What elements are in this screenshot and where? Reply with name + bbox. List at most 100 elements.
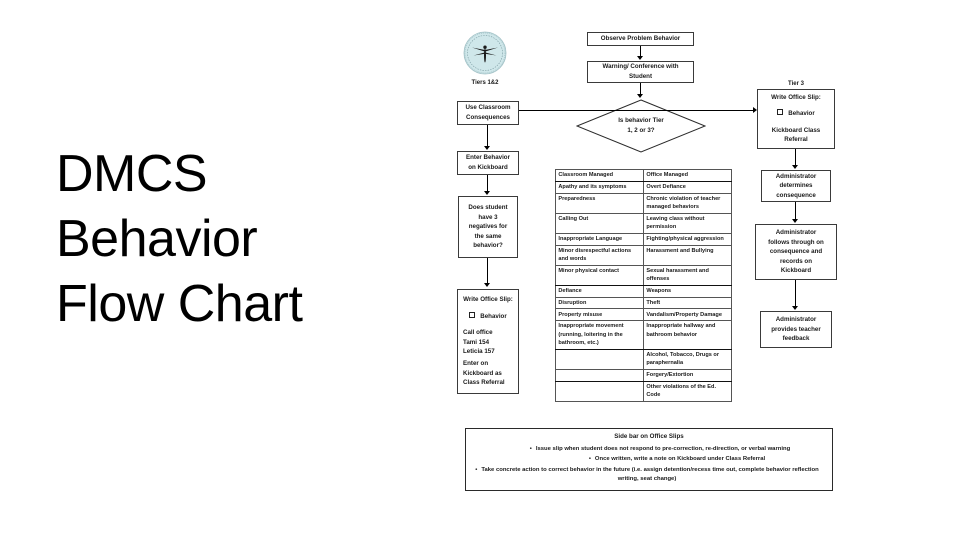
title-line-2: Behavior <box>56 210 258 268</box>
tiers-1-2-label: Tiers 1&2 <box>471 80 499 86</box>
cell-office-managed: Fighting/physical aggression <box>643 232 732 246</box>
left-slip-line-1: Call office <box>463 329 493 337</box>
connector-warning-to-decision <box>640 83 642 95</box>
arrowhead-determines-to-follows <box>792 219 798 223</box>
admin-follows-line-4: records on <box>780 257 812 265</box>
cell-office-managed: Harassment and Bullying <box>643 244 732 266</box>
behavior-managed-table: Classroom Managed Office Managed Apathy … <box>555 169 732 402</box>
decision-line-1: Is behavior Tier <box>618 117 664 125</box>
table-row: Forgery/Extortion <box>555 368 732 382</box>
side-bar-office-slips-box: Side bar on Office Slips •Issue slip whe… <box>465 428 833 491</box>
admin-follows-line-3: consequence and <box>769 248 823 256</box>
cell-office-managed: Sexual harassment and offenses <box>643 264 732 286</box>
cell-classroom-managed: Apathy and its symptoms <box>555 180 644 194</box>
left-slip-line-5: Enter on <box>463 360 489 368</box>
sidebar-list-item: •Issue slip when student does not respon… <box>472 445 826 454</box>
behavior-checkbox-icon[interactable] <box>777 109 784 116</box>
observe-label: Observe Problem Behavior <box>600 35 681 43</box>
dragonfly-seal-icon <box>462 30 508 76</box>
administrator-provides-feedback-box[interactable]: Administrator provides teacher feedback <box>760 311 832 348</box>
right-slip-checkbox-label: Behavior <box>788 109 815 117</box>
cell-classroom-managed <box>555 348 644 370</box>
connector-determines-to-follows <box>795 202 797 220</box>
admin-feedback-line-2: provides teacher <box>771 325 821 333</box>
bullet-icon: • <box>529 446 532 452</box>
enter-behavior-line-1: Enter Behavior <box>465 154 510 162</box>
right-write-office-slip-box[interactable]: Write Office Slip: Behavior Kickboard Cl… <box>757 89 835 149</box>
right-slip-checkbox-row[interactable]: Behavior <box>777 109 815 119</box>
bullet-icon: • <box>475 466 478 473</box>
left-slip-line-7: Class Referral <box>463 379 505 387</box>
cell-classroom-managed: Disruption <box>555 296 644 310</box>
right-slip-heading: Write Office Slip: <box>771 94 821 102</box>
use-classroom-consequences-box[interactable]: Use Classroom Consequences <box>457 101 519 125</box>
negatives-line-5: behavior? <box>473 242 503 250</box>
table-row: Alcohol, Tobacco, Drugs or paraphernalia <box>555 348 732 370</box>
cell-office-managed: Vandalism/Property Damage <box>643 308 732 322</box>
arrowhead-observe-to-warning <box>637 56 643 60</box>
cell-office-managed: Inappropriate hallway and bathroom behav… <box>643 320 732 350</box>
use-classroom-line-2: Consequences <box>465 114 510 121</box>
left-slip-line-6: Kickboard as <box>463 369 502 377</box>
administrator-determines-consequence-box[interactable]: Administrator determines consequence <box>761 170 831 202</box>
left-slip-checkbox-row[interactable]: Behavior <box>463 312 513 322</box>
left-slip-line-2: Tami 154 <box>463 338 490 346</box>
decision-line-2: 1, 2 or 3? <box>627 127 655 134</box>
cell-classroom-managed <box>555 380 644 402</box>
admin-feedback-line-3: feedback <box>782 335 810 343</box>
page-title: DMCS Behavior Flow Chart <box>56 142 416 337</box>
warning-line-2: Student <box>628 73 653 80</box>
right-slip-line-2: Referral <box>784 136 808 144</box>
connector-observe-to-warning <box>640 46 642 57</box>
cell-office-managed: Other violations of the Ed. Code <box>643 380 732 402</box>
cell-office-managed: Leaving class without permission <box>643 212 732 234</box>
connector-negatives-to-slip <box>487 258 489 284</box>
enter-behavior-kickboard-box[interactable]: Enter Behavior on Kickboard <box>457 151 519 175</box>
warning-conference-box[interactable]: Warning/ Conference with Student <box>587 61 694 83</box>
behavior-checkbox-icon[interactable] <box>469 312 476 319</box>
left-slip-checkbox-label: Behavior <box>480 312 507 320</box>
arrowhead-negatives-to-slip <box>484 283 490 287</box>
negatives-line-2: have 3 <box>478 213 498 221</box>
negatives-line-1: Does student <box>468 203 508 211</box>
left-slip-line-3: Leticia 157 <box>463 348 495 356</box>
observe-problem-behavior-box[interactable]: Observe Problem Behavior <box>587 32 694 46</box>
table-row: Other violations of the Ed. Code <box>555 380 732 402</box>
cell-office-managed: Weapons <box>643 284 732 298</box>
connector-follows-to-feedback <box>795 280 797 307</box>
cell-office-managed: Alcohol, Tobacco, Drugs or paraphernalia <box>643 348 732 370</box>
connector-classroom-to-enter <box>487 125 489 147</box>
cell-classroom-managed: Preparedness <box>555 192 644 214</box>
connector-decision-to-left <box>516 110 646 112</box>
right-slip-line-1: Kickboard Class <box>771 126 821 134</box>
left-write-office-slip-box[interactable]: Write Office Slip: Behavior Call office … <box>457 289 519 394</box>
sidebar-list-item: •Once written, write a note on Kickboard… <box>472 455 826 464</box>
three-negatives-box[interactable]: Does student have 3 negatives for the sa… <box>458 196 518 258</box>
table-header-classroom: Classroom Managed <box>555 169 644 182</box>
cell-office-managed: Chronic violation of teacher managed beh… <box>643 192 732 214</box>
cell-classroom-managed: Inappropriate Language <box>555 232 644 246</box>
cell-classroom-managed: Inappropriate movement (running, loiteri… <box>555 320 644 350</box>
arrowhead-follows-to-feedback <box>792 306 798 310</box>
admin-follows-line-2: follows through on <box>768 238 824 246</box>
cell-classroom-managed: Calling Out <box>555 212 644 234</box>
title-line-3: Flow Chart <box>56 275 303 333</box>
table-row: Inappropriate movement (running, loiteri… <box>555 320 732 350</box>
admin-follows-line-1: Administrator <box>775 228 817 236</box>
administrator-follows-through-box[interactable]: Administrator follows through on consequ… <box>755 224 837 280</box>
tier-decision-diamond[interactable]: Is behavior Tier 1, 2 or 3? <box>576 99 706 153</box>
admin-follows-line-5: Kickboard <box>780 267 812 275</box>
cell-classroom-managed: Minor disrespectful actions and words <box>555 244 644 266</box>
sidebar-item-text-2: Once written, write a note on Kickboard … <box>594 456 766 463</box>
left-slip-heading: Write Office Slip: <box>463 296 513 303</box>
admin-determines-line-1: Administrator <box>775 172 817 180</box>
